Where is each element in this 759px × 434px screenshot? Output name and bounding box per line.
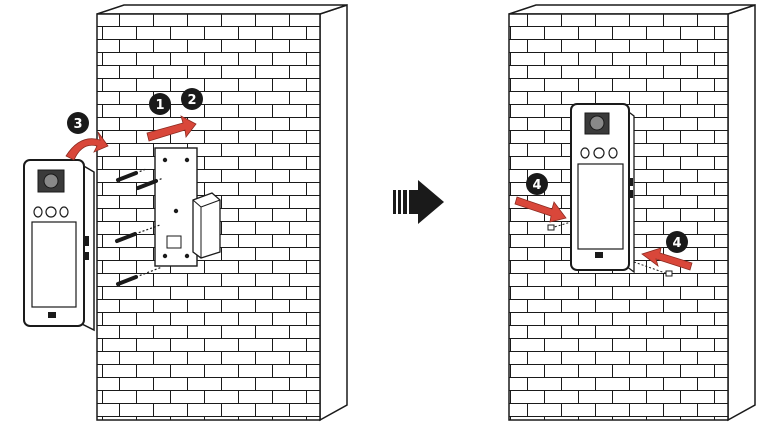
mounting-plate [154,147,221,267]
screw [116,266,163,286]
step-badge-4-right: 4 [666,231,688,253]
step-badge-1: 1 [149,93,171,115]
camera-icon [37,169,65,193]
mounted-terminal [547,103,673,277]
svg-text:1: 1 [155,98,164,113]
svg-text:3: 3 [73,117,82,132]
screw [116,168,147,182]
screw [136,177,164,190]
step-badge-2: 2 [181,88,203,110]
step4-right-arrow [641,247,693,271]
access-terminal [23,159,95,332]
svg-text:4: 4 [532,178,541,193]
right-arrow-icon [393,180,444,224]
step1-2-arrow [146,115,197,142]
screws [115,168,164,286]
step3-arrow [65,131,109,161]
left-wall [96,3,348,422]
step-badge-3: 3 [67,112,89,134]
svg-text:2: 2 [187,93,196,108]
svg-text:4: 4 [672,236,681,251]
step4-left-arrow [514,196,567,223]
screw [115,224,161,243]
camera-icon [584,112,610,135]
step-badge-4-left: 4 [526,173,548,195]
